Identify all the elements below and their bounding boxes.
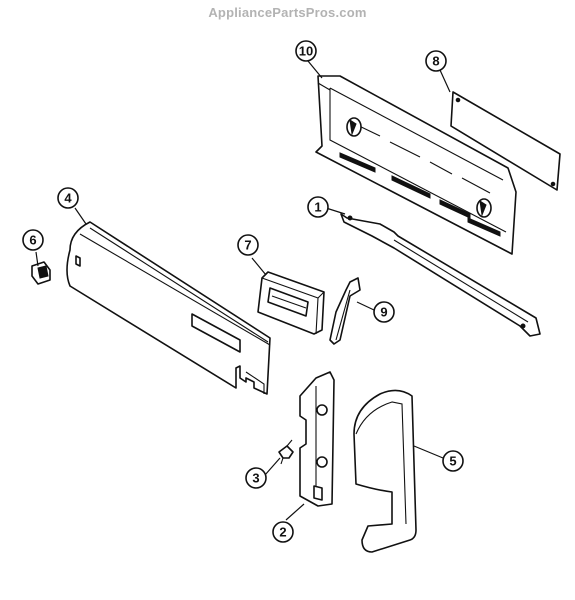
- callout-10[interactable]: 10: [295, 40, 317, 62]
- part-10-backguard-panel[interactable]: [315, 75, 517, 255]
- callout-3-label: 3: [252, 471, 259, 486]
- callout-10-label: 10: [299, 44, 313, 59]
- callout-6-label: 6: [29, 233, 36, 248]
- part-9-clip[interactable]: [329, 277, 361, 345]
- part-3-screw[interactable]: [278, 439, 294, 465]
- callout-5[interactable]: 5: [442, 450, 464, 472]
- part-4-control-panel[interactable]: [66, 221, 271, 395]
- callout-1[interactable]: 1: [307, 196, 329, 218]
- callout-1-label: 1: [314, 200, 321, 215]
- callout-4-label: 4: [64, 191, 72, 206]
- callout-4[interactable]: 4: [57, 187, 79, 209]
- watermark-text: AppliancePartsPros.com: [208, 5, 367, 20]
- callout-8[interactable]: 8: [425, 50, 447, 72]
- callout-8-label: 8: [432, 54, 439, 69]
- callout-7-label: 7: [244, 238, 251, 253]
- part-8-glass-panel[interactable]: [450, 91, 561, 191]
- callout-9[interactable]: 9: [373, 301, 395, 323]
- callout-9-label: 9: [380, 305, 387, 320]
- part-1-mounting-bracket[interactable]: [340, 213, 541, 337]
- callout-6[interactable]: 6: [22, 229, 44, 251]
- callout-2-label: 2: [279, 525, 286, 540]
- part-6-switch-knob[interactable]: [31, 261, 51, 285]
- callout-5-label: 5: [449, 454, 456, 469]
- part-7-display-module[interactable]: [257, 271, 325, 335]
- leader-lines: [35, 60, 451, 521]
- callout-7[interactable]: 7: [237, 234, 259, 256]
- part-2-side-bracket[interactable]: [299, 371, 335, 507]
- callout-3[interactable]: 3: [245, 467, 267, 489]
- callout-2[interactable]: 2: [272, 521, 294, 543]
- part-5-end-cap[interactable]: [353, 389, 417, 553]
